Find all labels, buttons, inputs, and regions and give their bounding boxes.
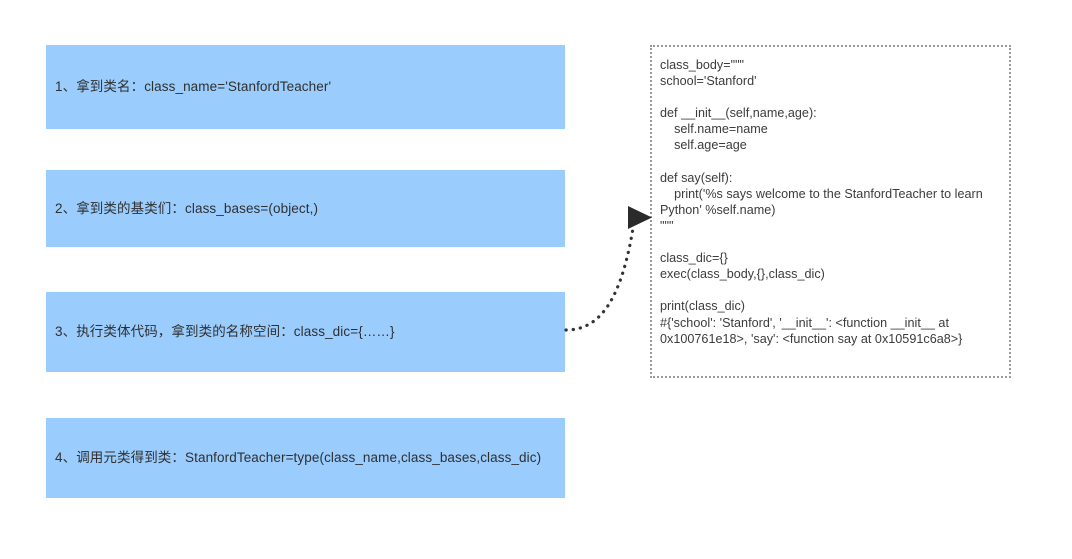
step-box-1[interactable]: 1、拿到类名：class_name='StanfordTeacher' <box>46 45 565 129</box>
step-box-3[interactable]: 3、执行类体代码，拿到类的名称空间：class_dic={……} <box>46 292 565 372</box>
code-panel-text: class_body=""" school='Stanford' def __i… <box>660 58 983 346</box>
step-4-label: 4、调用元类得到类：StanfordTeacher=type(class_nam… <box>55 450 542 465</box>
step-box-2[interactable]: 2、拿到类的基类们：class_bases=(object,) <box>46 170 565 247</box>
step-box-4[interactable]: 4、调用元类得到类：StanfordTeacher=type(class_nam… <box>46 418 565 498</box>
step-3-label: 3、执行类体代码，拿到类的名称空间：class_dic={……} <box>55 324 395 339</box>
step-1-label: 1、拿到类名：class_name='StanfordTeacher' <box>55 79 332 94</box>
step-2-label: 2、拿到类的基类们：class_bases=(object,) <box>55 200 319 216</box>
connector-arrowhead <box>628 206 652 229</box>
connector-dotted-line <box>564 220 636 332</box>
code-panel[interactable]: class_body=""" school='Stanford' def __i… <box>650 45 1011 378</box>
